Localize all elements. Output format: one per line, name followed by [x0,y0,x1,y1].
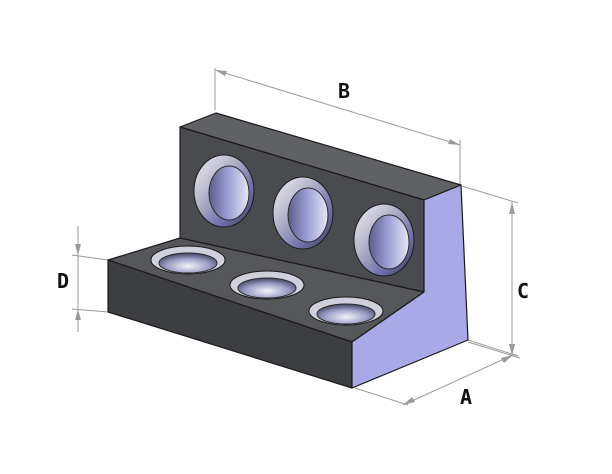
dimension-b: B [214,68,461,185]
dim-b-label: B [338,79,350,103]
dim-c-arrow-bottom [509,344,515,356]
dim-d-extension-top [71,254,109,261]
base-hole-3 [308,296,384,326]
dim-a-arrow-left [403,397,415,405]
dim-a-line [402,354,514,406]
dim-d-label: D [57,269,69,293]
dim-d-arrow-top [75,244,81,255]
dim-c-label: C [517,279,529,303]
dim-d-arrow-bottom [75,309,81,320]
dim-c-arrow-top [509,202,515,214]
dim-b-arrow-left [215,70,227,76]
dimension-d: D [57,226,109,332]
base-holes [150,245,384,326]
wall-holes [193,154,415,277]
wall-hole-3 [353,203,415,277]
dim-a-arrow-right [501,355,513,363]
base-hole-1 [150,245,226,275]
base-hole-2 [229,270,305,300]
dim-c-extension-bottom [467,339,519,357]
dim-c-extension-top [461,185,519,204]
wall-hole-2 [272,176,334,250]
bracket-side-face [351,184,469,389]
dim-a-label: A [460,385,472,409]
wall-hole-1 [193,154,255,228]
dimension-a: A [354,341,521,409]
dim-a-extension-left [354,387,409,406]
dim-b-arrow-right [448,139,460,145]
dim-b-line [214,69,461,146]
dimension-c: C [461,185,529,357]
